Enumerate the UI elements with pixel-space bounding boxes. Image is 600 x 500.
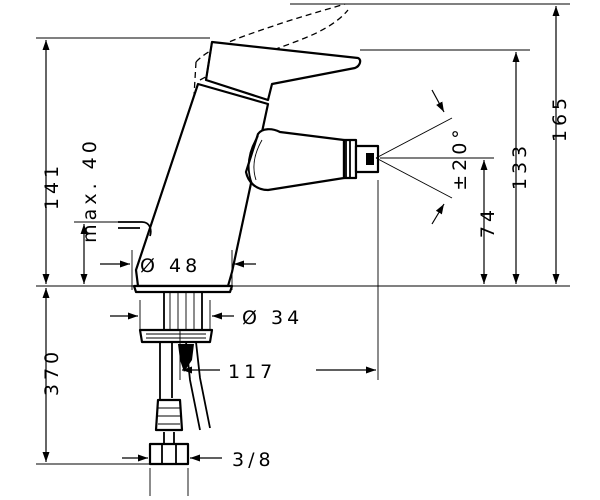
label-141: 141 bbox=[41, 162, 63, 210]
jet-nozzle-outlet bbox=[366, 153, 374, 165]
label-angle: ±20° bbox=[449, 125, 471, 191]
angle-arrow-lower bbox=[431, 203, 445, 225]
label-d48: Ø 48 bbox=[140, 255, 201, 277]
label-370: 370 bbox=[41, 348, 63, 396]
popup-rod bbox=[118, 221, 152, 237]
label-max40: max. 40 bbox=[79, 137, 101, 243]
label-3-8: 3/8 bbox=[232, 449, 275, 471]
label-165: 165 bbox=[549, 94, 571, 142]
ext-d48 bbox=[131, 250, 233, 290]
dimension-lines bbox=[36, 3, 570, 496]
lever-raised-side bbox=[193, 61, 197, 97]
connection-nut-neck bbox=[163, 432, 175, 444]
faucet-outline bbox=[118, 3, 380, 466]
label-74: 74 bbox=[477, 206, 499, 238]
shank bbox=[163, 292, 203, 332]
mounting-nut-ridges bbox=[146, 333, 206, 339]
shank-inner bbox=[169, 292, 195, 330]
hose-fitting-crimp bbox=[154, 398, 184, 432]
spout bbox=[244, 128, 346, 192]
dimension-labels: 141 max. 40 370 133 165 74 ±20° Ø 48 Ø 3… bbox=[41, 94, 571, 471]
label-117: 117 bbox=[228, 361, 276, 383]
mounting-nut bbox=[138, 328, 214, 344]
hose-right-fill bbox=[178, 344, 194, 372]
angle-arrow-upper bbox=[431, 89, 445, 113]
lever-handle bbox=[204, 40, 362, 102]
spout-shade bbox=[247, 135, 259, 185]
ext-3-8 bbox=[149, 468, 189, 496]
hose-fitting-rings bbox=[158, 407, 180, 425]
lever-handle-cap bbox=[205, 41, 213, 81]
angle-line-lower bbox=[375, 157, 453, 199]
base-plate bbox=[132, 284, 234, 294]
jet-nozzle-ribs bbox=[345, 140, 351, 178]
spout-shade-2 bbox=[253, 139, 263, 181]
lever-raised-outline bbox=[195, 3, 346, 63]
connection-nut-flats bbox=[161, 444, 177, 464]
ext-d34 bbox=[139, 300, 211, 330]
label-d34: Ø 34 bbox=[242, 307, 303, 329]
hose-right-inner bbox=[195, 341, 211, 429]
connection-nut bbox=[148, 442, 190, 466]
angle-line-upper bbox=[375, 117, 453, 159]
label-133: 133 bbox=[509, 142, 531, 190]
